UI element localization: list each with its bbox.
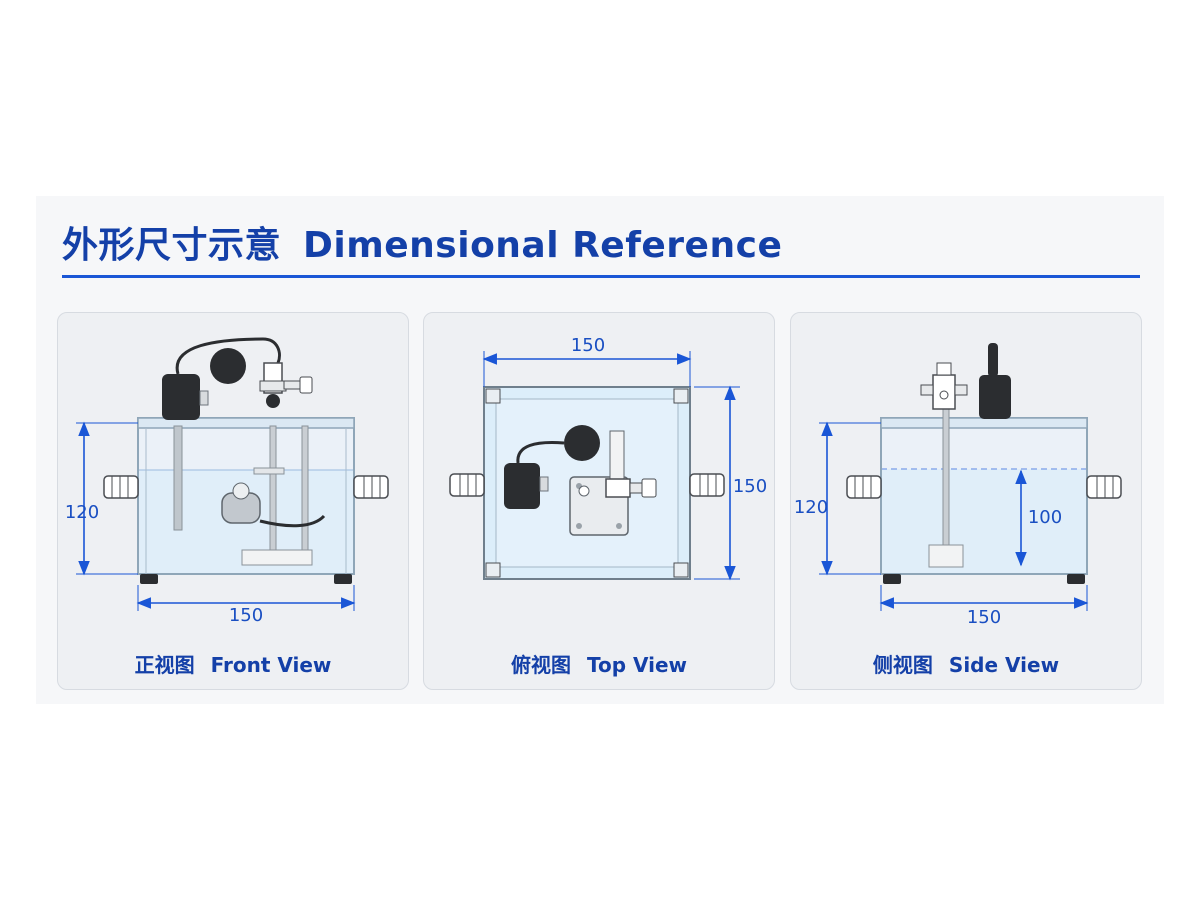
width-dim-label: 150 [571,335,605,356]
valve-assembly [920,362,968,410]
front-view-drawing: 120 150 [65,337,389,626]
caption-en: Front View [210,653,332,677]
top-view-panel: 150 150 俯视图 Top View [423,312,775,690]
fitting-right [353,475,389,499]
title-zh: 外形尺寸示意 [62,225,282,266]
caption-en: Top View [586,653,688,677]
width-dim-label: 150 [229,605,263,626]
top-view-caption: 俯视图 Top View [424,649,774,678]
base-block [241,549,313,566]
float-ball [210,348,246,384]
center-rod [942,404,950,554]
foot-right [334,574,352,584]
cable [175,337,281,375]
probe-rod [173,425,183,531]
foot-left [140,574,158,584]
support-rod-b [301,425,309,561]
front-view-caption: 正视图 Front View [58,649,408,678]
tank-body [880,417,1088,575]
title-en: Dimensional Reference [303,225,783,266]
fitting-right [689,473,725,497]
caption-zh: 俯视图 [510,653,571,677]
corner-posts [485,388,689,578]
fitting-left [846,475,882,499]
valve-assembly [259,362,313,408]
height-dim-label: 120 [65,502,99,523]
float-ball [564,425,600,461]
clamp-bar [253,467,285,475]
foot-left [883,574,901,584]
side-view-panel: 120 100 150 侧视图 Side View [790,312,1142,690]
controller-box [504,463,540,509]
foot-right [1067,574,1085,584]
support-rod-a [269,425,277,561]
width-dim-label: 150 [967,607,1001,628]
front-view-panel: 120 150 正视图 Front View [57,312,409,690]
caption-zh: 侧视图 [872,653,933,677]
controller-box [979,375,1011,419]
side-view-drawing: 120 100 150 [794,343,1122,628]
fitting-right [1086,475,1122,499]
height-dim-label: 120 [794,497,828,518]
fitting-left [103,475,139,499]
cable [516,441,565,464]
antenna [988,343,998,377]
page-title: 外形尺寸示意 Dimensional Reference [62,216,782,268]
controller-box [162,374,200,420]
depth-dim-label: 150 [733,476,767,497]
tank-rim [880,417,1088,429]
valve-stem [609,430,625,484]
water-level-dim-label: 100 [1028,507,1062,528]
fitting-left [449,473,485,497]
submerged-pump [221,482,326,528]
side-view-caption: 侧视图 Side View [791,649,1141,678]
caption-zh: 正视图 [134,653,195,677]
base-block [928,544,964,568]
title-underline [62,275,1140,278]
caption-en: Side View [948,653,1060,677]
top-view-drawing: 150 150 [449,335,767,581]
